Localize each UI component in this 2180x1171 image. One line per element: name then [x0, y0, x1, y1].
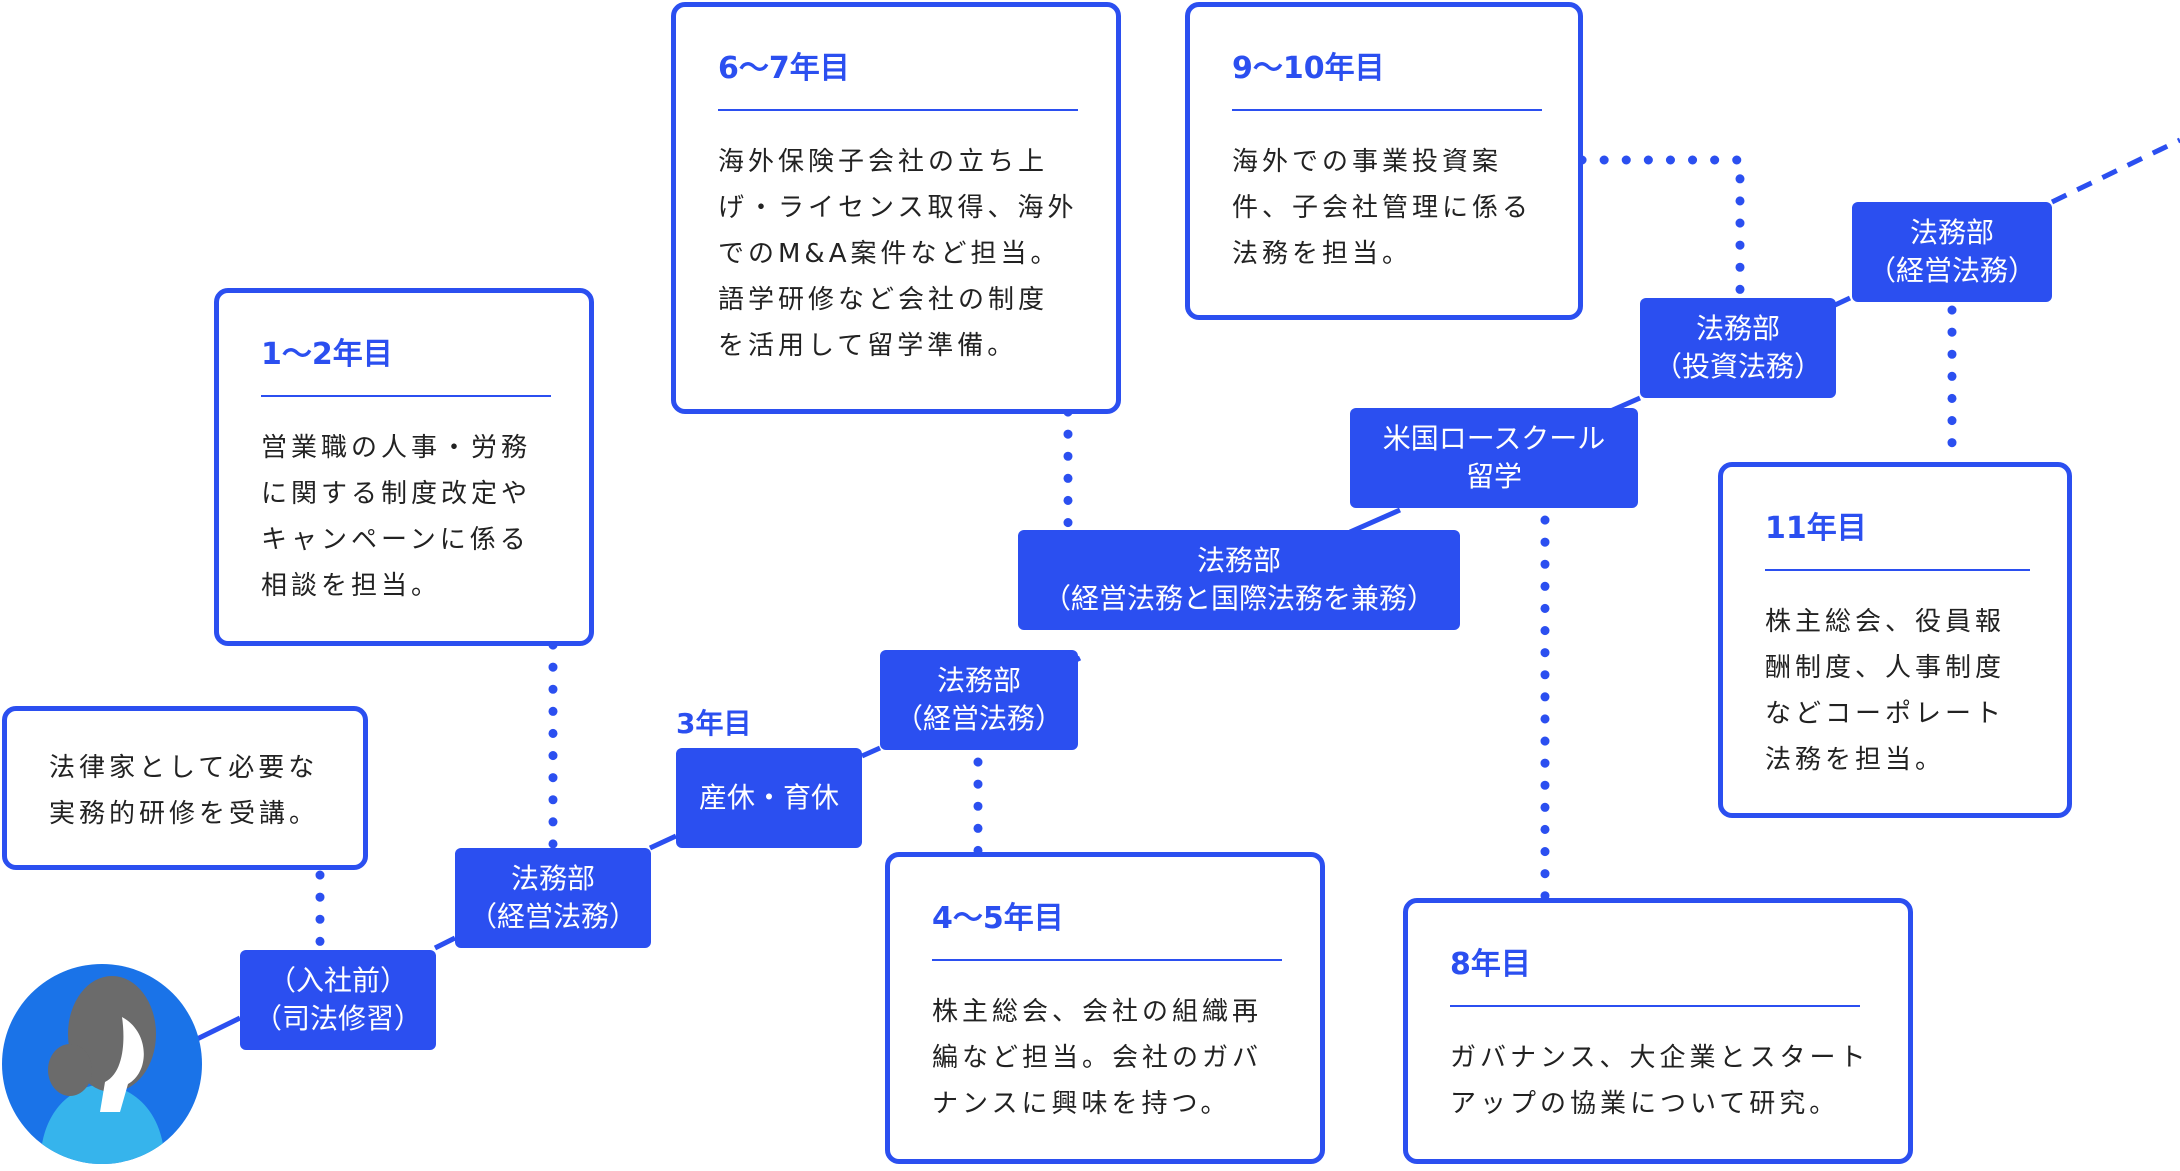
card-body: 営業職の人事・労務 に関する制度改定や キャンペーンに係る 相談を担当。 [261, 433, 532, 601]
step-box-pre-joining: （入社前） （司法修習） [240, 950, 436, 1050]
card-year-8: 8年目 ガバナンス、大企業とスタート アップの協業について研究。 [1403, 898, 1913, 1164]
step-box-legal-dept-dual: 法務部 （経営法務と国際法務を兼務） [1018, 530, 1460, 630]
step-box-us-law-school: 米国ロースクール 留学 [1350, 408, 1638, 508]
card-title: 8年目 [1450, 947, 1531, 982]
step-box-maternity-leave: 産休・育休 [676, 748, 862, 848]
person-avatar-icon [0, 962, 205, 1167]
step-box-legal-dept-2: 法務部 （経営法務） [880, 650, 1078, 750]
intro-text: 法律家として必要な 実務的研修を受講。 [49, 753, 320, 829]
card-year-4-5: 4〜5年目 株主総会、会社の組織再 編など担当。会社のガバ ナンスに興味を持つ。 [885, 852, 1325, 1164]
year-tag-3: 3年目 [676, 707, 752, 740]
step-box-legal-dept-3: 法務部 （経営法務） [1852, 202, 2052, 302]
timeline-segment [860, 745, 882, 759]
timeline-segment [433, 935, 457, 951]
step-box-legal-dept-1: 法務部 （経営法務） [455, 848, 651, 948]
card-year-9-10: 9〜10年目 海外での事業投資案 件、子会社管理に係る 法務を担当。 [1185, 2, 1583, 320]
dotted-connector [1577, 155, 1745, 305]
card-body: 株主総会、役員報 酬制度、人事制度 などコーポレート 法務を担当。 [1765, 607, 2006, 775]
timeline-segment [1833, 295, 1852, 308]
intro-card: 法律家として必要な 実務的研修を受講。 [2, 706, 368, 870]
timeline-segment [648, 833, 678, 851]
card-body: 海外保険子会社の立ち上 げ・ライセンス取得、海外 でのM&A案件など担当。 語学… [718, 147, 1078, 361]
card-divider [1232, 109, 1542, 111]
card-year-6-7: 6〜7年目 海外保険子会社の立ち上 げ・ライセンス取得、海外 でのM&A案件など… [671, 2, 1121, 414]
step-box-investment-legal: 法務部 （投資法務） [1640, 298, 1836, 398]
card-title: 11年目 [1765, 511, 1867, 546]
card-body: 株主総会、会社の組織再 編など担当。会社のガバ ナンスに興味を持つ。 [932, 997, 1263, 1119]
card-title: 9〜10年目 [1232, 51, 1385, 86]
timeline-continuation [2050, 137, 2180, 205]
card-title: 1〜2年目 [261, 337, 393, 372]
card-divider [932, 959, 1282, 961]
card-divider [261, 395, 551, 397]
card-divider [1450, 1005, 1860, 1007]
card-year-11: 11年目 株主総会、役員報 酬制度、人事制度 などコーポレート 法務を担当。 [1718, 462, 2072, 818]
timeline-segment [1348, 507, 1402, 535]
card-title: 6〜7年目 [718, 51, 850, 86]
card-year-1-2: 1〜2年目 営業職の人事・労務 に関する制度改定や キャンペーンに係る 相談を担… [214, 288, 594, 646]
card-body: 海外での事業投資案 件、子会社管理に係る 法務を担当。 [1232, 147, 1533, 269]
card-title: 4〜5年目 [932, 901, 1064, 936]
card-body: ガバナンス、大企業とスタート アップの協業について研究。 [1450, 1043, 1870, 1119]
card-divider [1765, 569, 2030, 571]
card-divider [718, 109, 1078, 111]
